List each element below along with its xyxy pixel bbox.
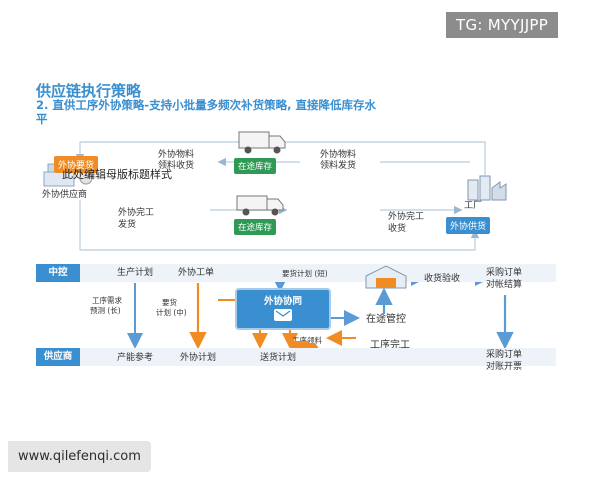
watermark-tag: TG: MYYJJPP (446, 12, 559, 38)
truck-icon-bottom (236, 190, 286, 218)
delivery-plan-label: 送货计划 (260, 353, 297, 363)
production-plan-label: 生产计划 (117, 268, 154, 278)
supplier-lane-label: 供应商 (36, 348, 80, 366)
receipt-inspection-label: 收货验收 (424, 274, 461, 284)
demand-plan-mid-label-1: 要货 (162, 298, 177, 307)
control-lane-band (36, 264, 556, 282)
process-demand-label-2: 预测 (长) (90, 306, 121, 315)
finished-ship-label-2: 发货 (118, 220, 137, 230)
template-overlay-text: 此处编辑母版标题样式 (62, 168, 172, 181)
outsource-material-badge: 外协要货 (54, 156, 99, 173)
finished-receive-label-1: 外协完工 (388, 212, 425, 222)
capacity-ref-label: 产能参考 (117, 353, 154, 363)
finished-ship-line (79, 200, 480, 251)
truck-icon-top (238, 126, 288, 156)
page-title: 供应链执行策略 (36, 82, 142, 100)
material-send-label-2: 领料发货 (320, 161, 357, 171)
process-material-label: 工序领料 (292, 336, 322, 345)
factory-icon (464, 166, 508, 202)
demand-plan-short-label: 要货计划 (短) (282, 269, 328, 278)
material-issue-label-2: 领料收货 (158, 161, 195, 171)
outsource-delivery-badge: 外协供货 (446, 217, 491, 234)
in-transit-top-badge: 在途库存 (234, 158, 277, 174)
control-po-label-2: 对帐结算 (486, 280, 523, 290)
in-transit-control-label: 在途管控 (366, 314, 406, 325)
supplier-lane-band (36, 348, 556, 366)
control-po-label-1: 采购订单 (486, 268, 523, 278)
document-icon (274, 309, 292, 321)
warehouse-icon (364, 264, 408, 290)
process-demand-label-1: 工序需求 (92, 296, 122, 305)
finished-ship-label-1: 外协完工 (118, 208, 155, 218)
page-subtitle-line1: 2. 直供工序外协策略-支持小批量多频次补货策略, 直接降低库存水 (36, 98, 377, 112)
supplier-po-label-1: 采购订单 (486, 350, 523, 360)
demand-plan-mid-label-2: 计划 (中) (156, 308, 187, 317)
supplier-machine-icon (42, 160, 102, 188)
factory-label: 工厂 (464, 201, 483, 211)
outsource-supplier-label: 外协供应商 (42, 190, 88, 200)
material-send-label-1: 外协物料 (320, 150, 357, 160)
outsource-order-label: 外协工单 (178, 268, 215, 278)
finished-receive-label-2: 收货 (388, 224, 407, 234)
process-complete-label: 工序完工 (370, 340, 410, 351)
control-lane-label: 中控 (36, 264, 80, 282)
material-issue-label-1: 外协物料 (158, 150, 195, 160)
hub-label: 外协协同 (263, 296, 302, 307)
watermark-url: www.qilefenqi.com (8, 441, 151, 472)
outsource-collab-hub: 外协协同 (235, 288, 331, 330)
outsource-plan-label: 外协计划 (180, 353, 217, 363)
page-subtitle-line2: 平 (36, 112, 48, 126)
supplier-po-label-2: 对账开票 (486, 362, 523, 372)
in-transit-bottom-badge: 在途库存 (234, 219, 277, 235)
